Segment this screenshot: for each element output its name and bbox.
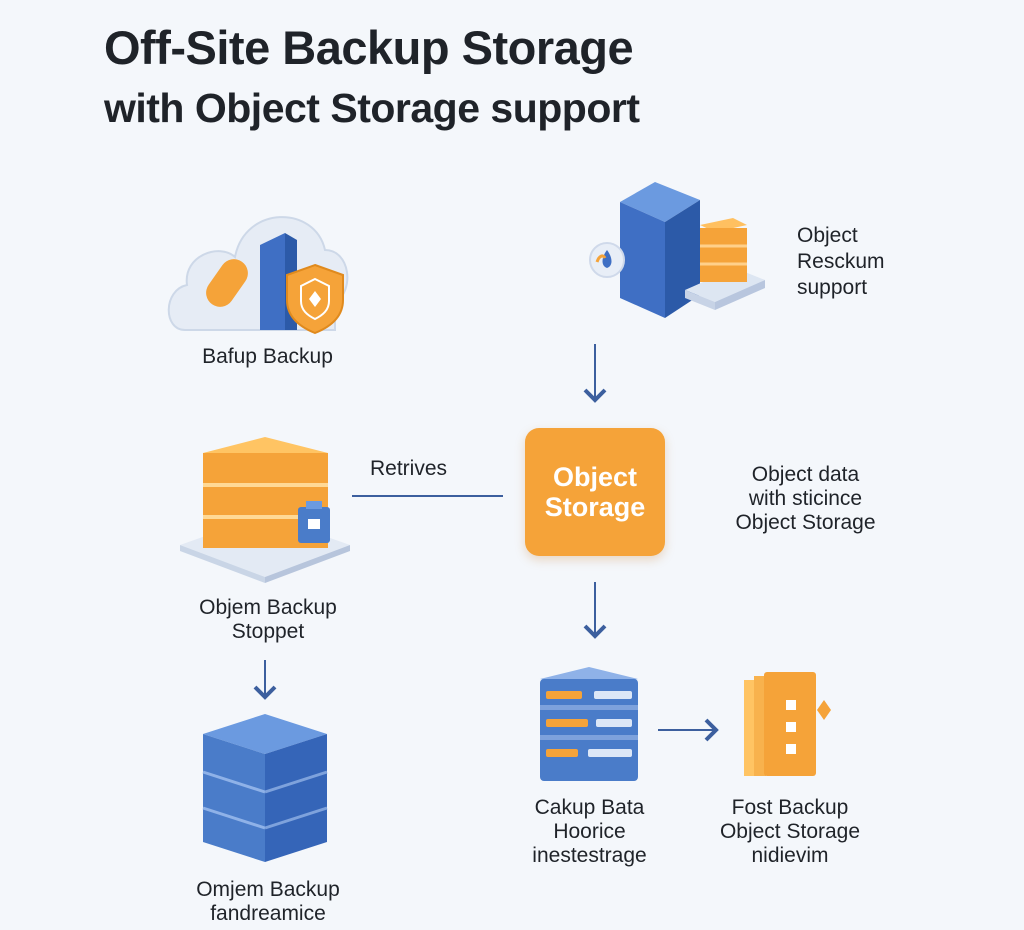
storage-left-label: Objem Backup Stoppet — [199, 596, 337, 643]
orange-storage-stack-icon — [180, 437, 350, 583]
orange-archive-icon — [744, 672, 831, 776]
title-line-1: Off-Site Backup Storage — [104, 21, 634, 74]
object-storage-node: Object Storage — [525, 428, 665, 556]
data-server-icon — [540, 667, 638, 781]
fast-backup-label: Fost Backup Object Storage nidievim — [719, 796, 861, 867]
cloud-shield-icon — [167, 216, 349, 335]
blue-storage-stack-icon — [202, 714, 328, 862]
server-top-label: Object Resckum support — [797, 224, 885, 299]
retrieves-edge-label: Retrives — [370, 457, 448, 480]
storage-bottom-left-label: Omjem Backup fandreamice — [196, 878, 340, 925]
data-server-label: Cakup Bata Hoorice inestestrage — [532, 796, 647, 867]
diagram-title: Off-Site Backup Storage with Object Stor… — [104, 21, 640, 131]
title-line-2: with Object Storage support — [104, 85, 640, 131]
server-stack-icon — [589, 182, 765, 318]
object-storage-note: Object data with sticince Object Storage — [735, 463, 876, 534]
cloud-backup-label: Bafup Backup — [202, 345, 333, 368]
